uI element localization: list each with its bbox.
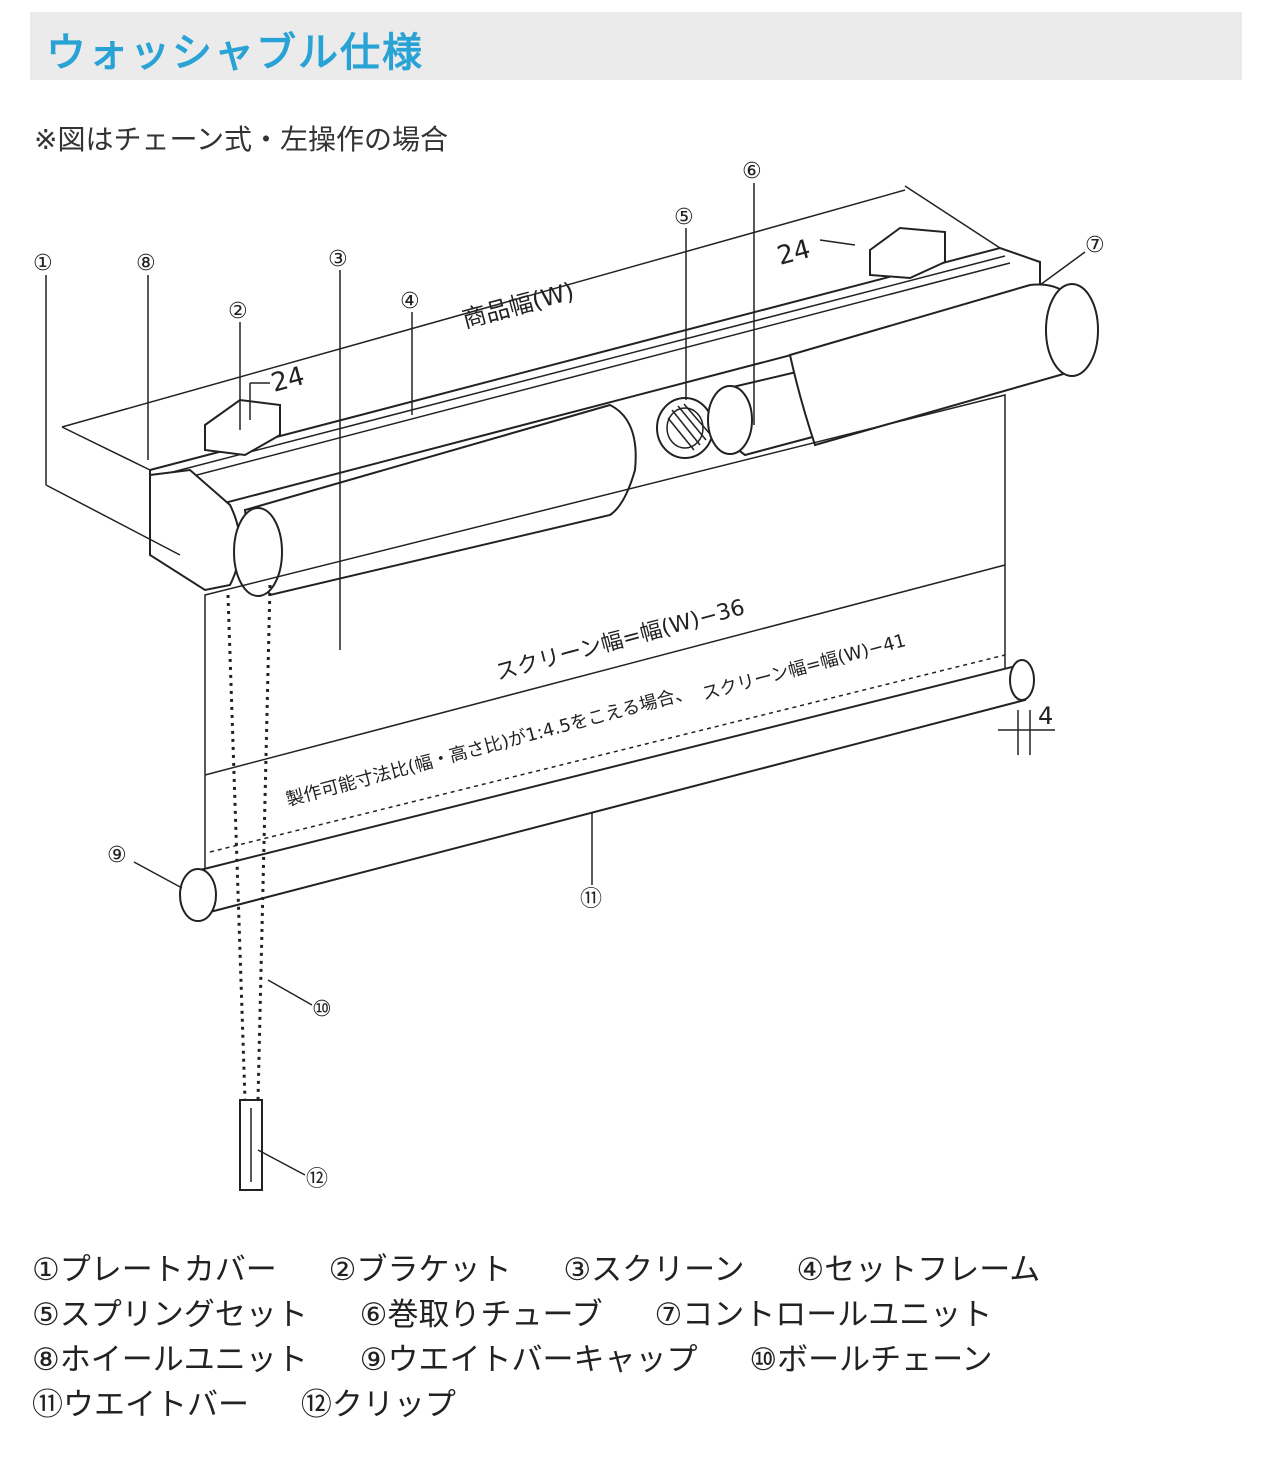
ball-chain-left — [226, 594, 247, 1101]
page-title: ウォッシャブル仕様 — [46, 30, 424, 76]
legend-item: ④セットフレーム — [796, 1252, 1041, 1288]
callout-11: ⑪ — [580, 887, 602, 912]
legend-item: ⑨ウエイトバーキャップ — [359, 1342, 698, 1378]
title-bar: ウォッシャブル仕様 — [30, 12, 1242, 80]
callout-10: ⑩ — [312, 997, 332, 1022]
legend-item: ⑪ウエイトバー — [32, 1387, 249, 1423]
callout-2: ② — [228, 299, 248, 324]
legend-item: ⑥巻取りチューブ — [359, 1297, 603, 1333]
legend-item: ②ブラケット — [328, 1252, 512, 1288]
legend-item: ③スクリーン — [563, 1252, 745, 1288]
roller-blind-diagram: ① ② ③ ④ ⑤ ⑥ ⑦ ⑧ ⑨ ⑩ ⑪ ⑫ 24 24 商品幅(W) スクリ… — [33, 159, 1105, 1192]
callout-6: ⑥ — [742, 159, 762, 184]
diagram-note: ※図はチェーン式・左操作の場合 — [34, 123, 449, 156]
callout-12: ⑫ — [306, 1167, 328, 1192]
dim-screen-width-alt: スクリーン幅=幅(W)−41 — [700, 630, 908, 705]
legend-item: ⑦コントロールユニット — [654, 1297, 993, 1333]
legend-item: ⑧ホイールユニット — [32, 1342, 308, 1378]
callout-7: ⑦ — [1085, 233, 1105, 258]
dim-24-right: 24 — [774, 234, 814, 272]
dim-screen-width: スクリーン幅=幅(W)−36 — [493, 595, 747, 686]
legend-item: ⑩ボールチェーン — [749, 1342, 993, 1378]
dim-4: 4 — [1038, 702, 1053, 730]
legend-row: ⑤スプリングセット ⑥巻取りチューブ ⑦コントロールユニット — [32, 1293, 1082, 1338]
ball-chain-right — [256, 584, 272, 1101]
legend-item: ⑤スプリングセット — [32, 1297, 308, 1333]
dim-product-width: 商品幅(W) — [459, 277, 577, 334]
parts-legend: ①プレートカバー ②ブラケット ③スクリーン ④セットフレーム ⑤スプリングセッ… — [32, 1248, 1082, 1428]
weight-bar-cap-right — [1009, 659, 1035, 701]
callout-1: ① — [33, 251, 53, 276]
legend-item: ①プレートカバー — [32, 1252, 277, 1288]
callout-8: ⑧ — [136, 251, 156, 276]
legend-item: ⑫クリップ — [300, 1387, 456, 1423]
callout-9: ⑨ — [107, 843, 127, 868]
legend-row: ①プレートカバー ②ブラケット ③スクリーン ④セットフレーム — [32, 1248, 1082, 1293]
control-unit — [1045, 283, 1099, 377]
callout-5: ⑤ — [674, 205, 694, 230]
legend-row: ⑪ウエイトバー ⑫クリップ — [32, 1383, 1082, 1428]
legend-row: ⑧ホイールユニット ⑨ウエイトバーキャップ ⑩ボールチェーン — [32, 1338, 1082, 1383]
callout-4: ④ — [400, 289, 420, 314]
bracket-right — [869, 226, 946, 280]
weight-bar-cap-left — [179, 868, 217, 922]
callout-3: ③ — [328, 247, 348, 272]
